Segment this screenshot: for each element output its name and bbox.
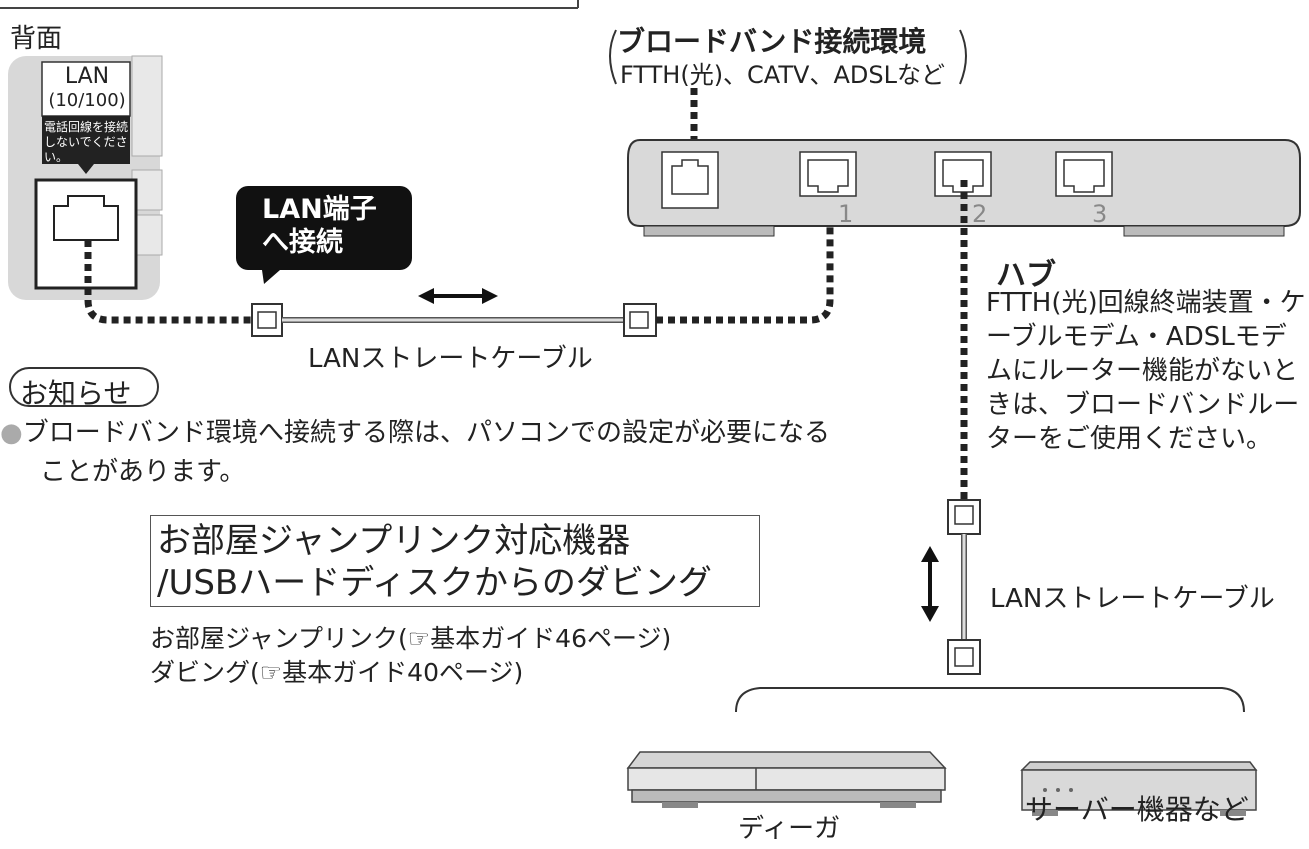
- lan-connector-left: [251, 303, 283, 337]
- lan-connector-right: [623, 303, 657, 337]
- broadband-title: ブロードバンド接続環境: [617, 25, 927, 58]
- cable-label-horizontal: LANストレートケーブル: [308, 344, 593, 374]
- reference-line-2: ダビング(☞基本ガイド40ページ): [150, 658, 524, 687]
- dubbing-line-2: /USBハードディスクからのダビング: [157, 563, 712, 603]
- hub-port-1-label: 1: [838, 200, 854, 228]
- warning-line-2: しないでください。: [44, 135, 128, 164]
- lan-connector-bottom: [947, 639, 981, 675]
- tv-rear-panel: [8, 55, 163, 300]
- rear-label: 背面: [10, 24, 63, 54]
- lan-connector-top: [947, 499, 981, 535]
- reference-line-1: お部屋ジャンプリンク(☞基本ガイド46ページ): [150, 624, 672, 653]
- hub-title: ハブ: [996, 258, 1056, 293]
- lan-speed-label: (10/100): [48, 90, 126, 111]
- dubbing-line-1: お部屋ジャンプリンク対応機器: [157, 521, 631, 561]
- server-label: サーバー機器など: [1025, 793, 1249, 826]
- references: お部屋ジャンプリンク(☞基本ガイド46ページ) ダビング(☞基本ガイド40ページ…: [150, 622, 671, 690]
- callout-text: LAN端子 へ接続: [262, 193, 410, 259]
- hub-port-2-label: 2: [972, 200, 988, 228]
- lan-port-label: LAN: [64, 64, 110, 89]
- double-arrow-vertical: [921, 546, 939, 622]
- hub-description: FTTH(光)回線終端装置・ケーブルモデム・ADSLモデムにルーター機能がないと…: [986, 288, 1306, 454]
- dubbing-heading-box: お部屋ジャンプリンク対応機器 /USBハードディスクからのダビング: [150, 515, 760, 607]
- callout-line-1: LAN端子: [262, 194, 377, 225]
- bullet-icon: ●: [0, 418, 23, 448]
- hub-port-3-label: 3: [1092, 200, 1108, 228]
- callout-bubble: [236, 186, 412, 284]
- broadband-subtitle: FTTH(光)、CATV、ADSLなど: [620, 61, 945, 89]
- diga-recorder: [626, 751, 947, 808]
- notice-frame: [9, 367, 159, 407]
- warning-line-1: 電話回線を接続: [44, 120, 129, 134]
- phone-warning: 電話回線を接続 しないでください。: [44, 120, 130, 165]
- notice-text: ●ブロードバンド環境へ接続する際は、パソコンでの設定が必要になる ことがあります…: [0, 414, 860, 492]
- cable-label-vertical: LANストレートケーブル: [990, 584, 1275, 614]
- double-arrow-horizontal: [418, 288, 498, 304]
- notice-line-2: ことがあります。: [40, 457, 246, 487]
- notice-line-1: ブロードバンド環境へ接続する際は、パソコンでの設定が必要になる: [22, 418, 830, 448]
- callout-line-2: へ接続: [262, 227, 343, 258]
- diga-label: ディーガ: [738, 814, 841, 844]
- notice-title: お知らせ: [20, 377, 132, 410]
- server-device: [1020, 761, 1258, 816]
